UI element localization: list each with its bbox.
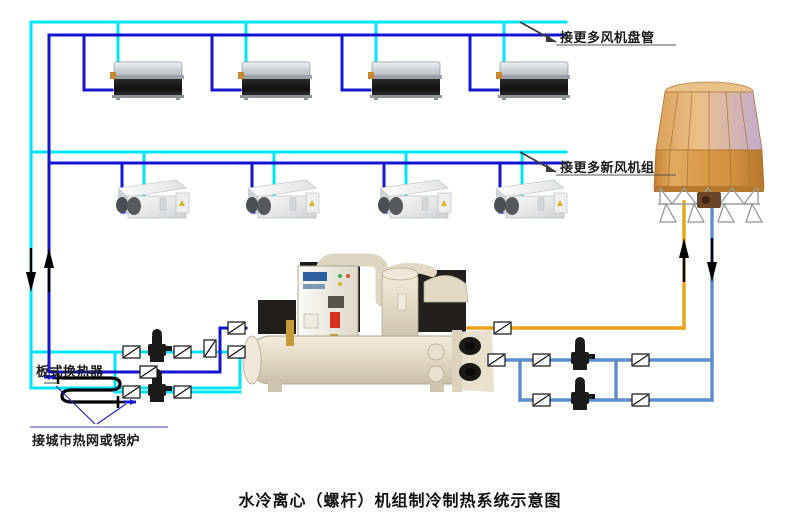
chilled-return-arrow (44, 248, 54, 292)
label-ahu-more: 接更多新风机组 (560, 161, 655, 176)
fan-coil-unit-3[interactable] (368, 61, 442, 100)
fresh-air-unit-3[interactable] (378, 179, 452, 219)
valve-cdwp2-in[interactable] (532, 393, 551, 407)
fan-coil-unit-2[interactable] (238, 61, 312, 100)
fan-coil-unit-4[interactable] (496, 61, 570, 100)
valve-condenser-return-chiller[interactable] (487, 353, 506, 367)
valve-cdwp1-out[interactable] (631, 353, 650, 367)
annotation-leaders (519, 21, 557, 173)
fresh-air-unit-4[interactable] (494, 179, 568, 219)
plate-heat-exchanger[interactable] (30, 372, 168, 428)
valve-cwp1-in[interactable] (122, 345, 141, 359)
condenser-water-pump-2[interactable] (571, 377, 595, 410)
chilled-water-pump-1[interactable] (148, 329, 172, 362)
fresh-air-unit-1[interactable] (116, 179, 190, 219)
valve-bypass-vertical[interactable] (203, 339, 217, 358)
label-fan-coil-more: 接更多风机盘管 (560, 31, 655, 46)
valve-cwp2-out[interactable] (173, 385, 192, 399)
diagram-title: 水冷离心（螺杆）机组制冷制热系统示意图 (238, 491, 562, 510)
valve-cdwp1-in[interactable] (532, 353, 551, 367)
valve-group (122, 321, 650, 407)
water-cooled-chiller[interactable] (242, 253, 494, 392)
valve-cdwp2-out[interactable] (631, 393, 650, 407)
fresh-air-unit-2[interactable] (246, 179, 320, 219)
condenser-return-arrow (707, 238, 717, 282)
label-plate-heat-exchanger: 板式换热器 (36, 365, 104, 380)
valve-chilled-return-chiller[interactable] (227, 321, 246, 335)
condenser-supply-arrow (679, 238, 689, 282)
flow-arrow-group (26, 238, 717, 292)
cooling-tower[interactable] (653, 81, 765, 223)
chilled-supply-arrow (26, 248, 36, 292)
valve-hx-blue-branch[interactable] (139, 365, 158, 379)
condenser-water-piping (466, 200, 714, 402)
valve-condenser-supply[interactable] (493, 321, 512, 335)
label-city-heat-source: 接城市热网或锅炉 (32, 434, 141, 449)
condenser-water-pump-1[interactable] (571, 337, 595, 370)
fan-coil-unit-1[interactable] (110, 61, 184, 100)
valve-cwp2-in[interactable] (122, 385, 141, 399)
valve-cwp1-out[interactable] (173, 345, 192, 359)
valve-chilled-supply-chiller[interactable] (227, 345, 246, 359)
